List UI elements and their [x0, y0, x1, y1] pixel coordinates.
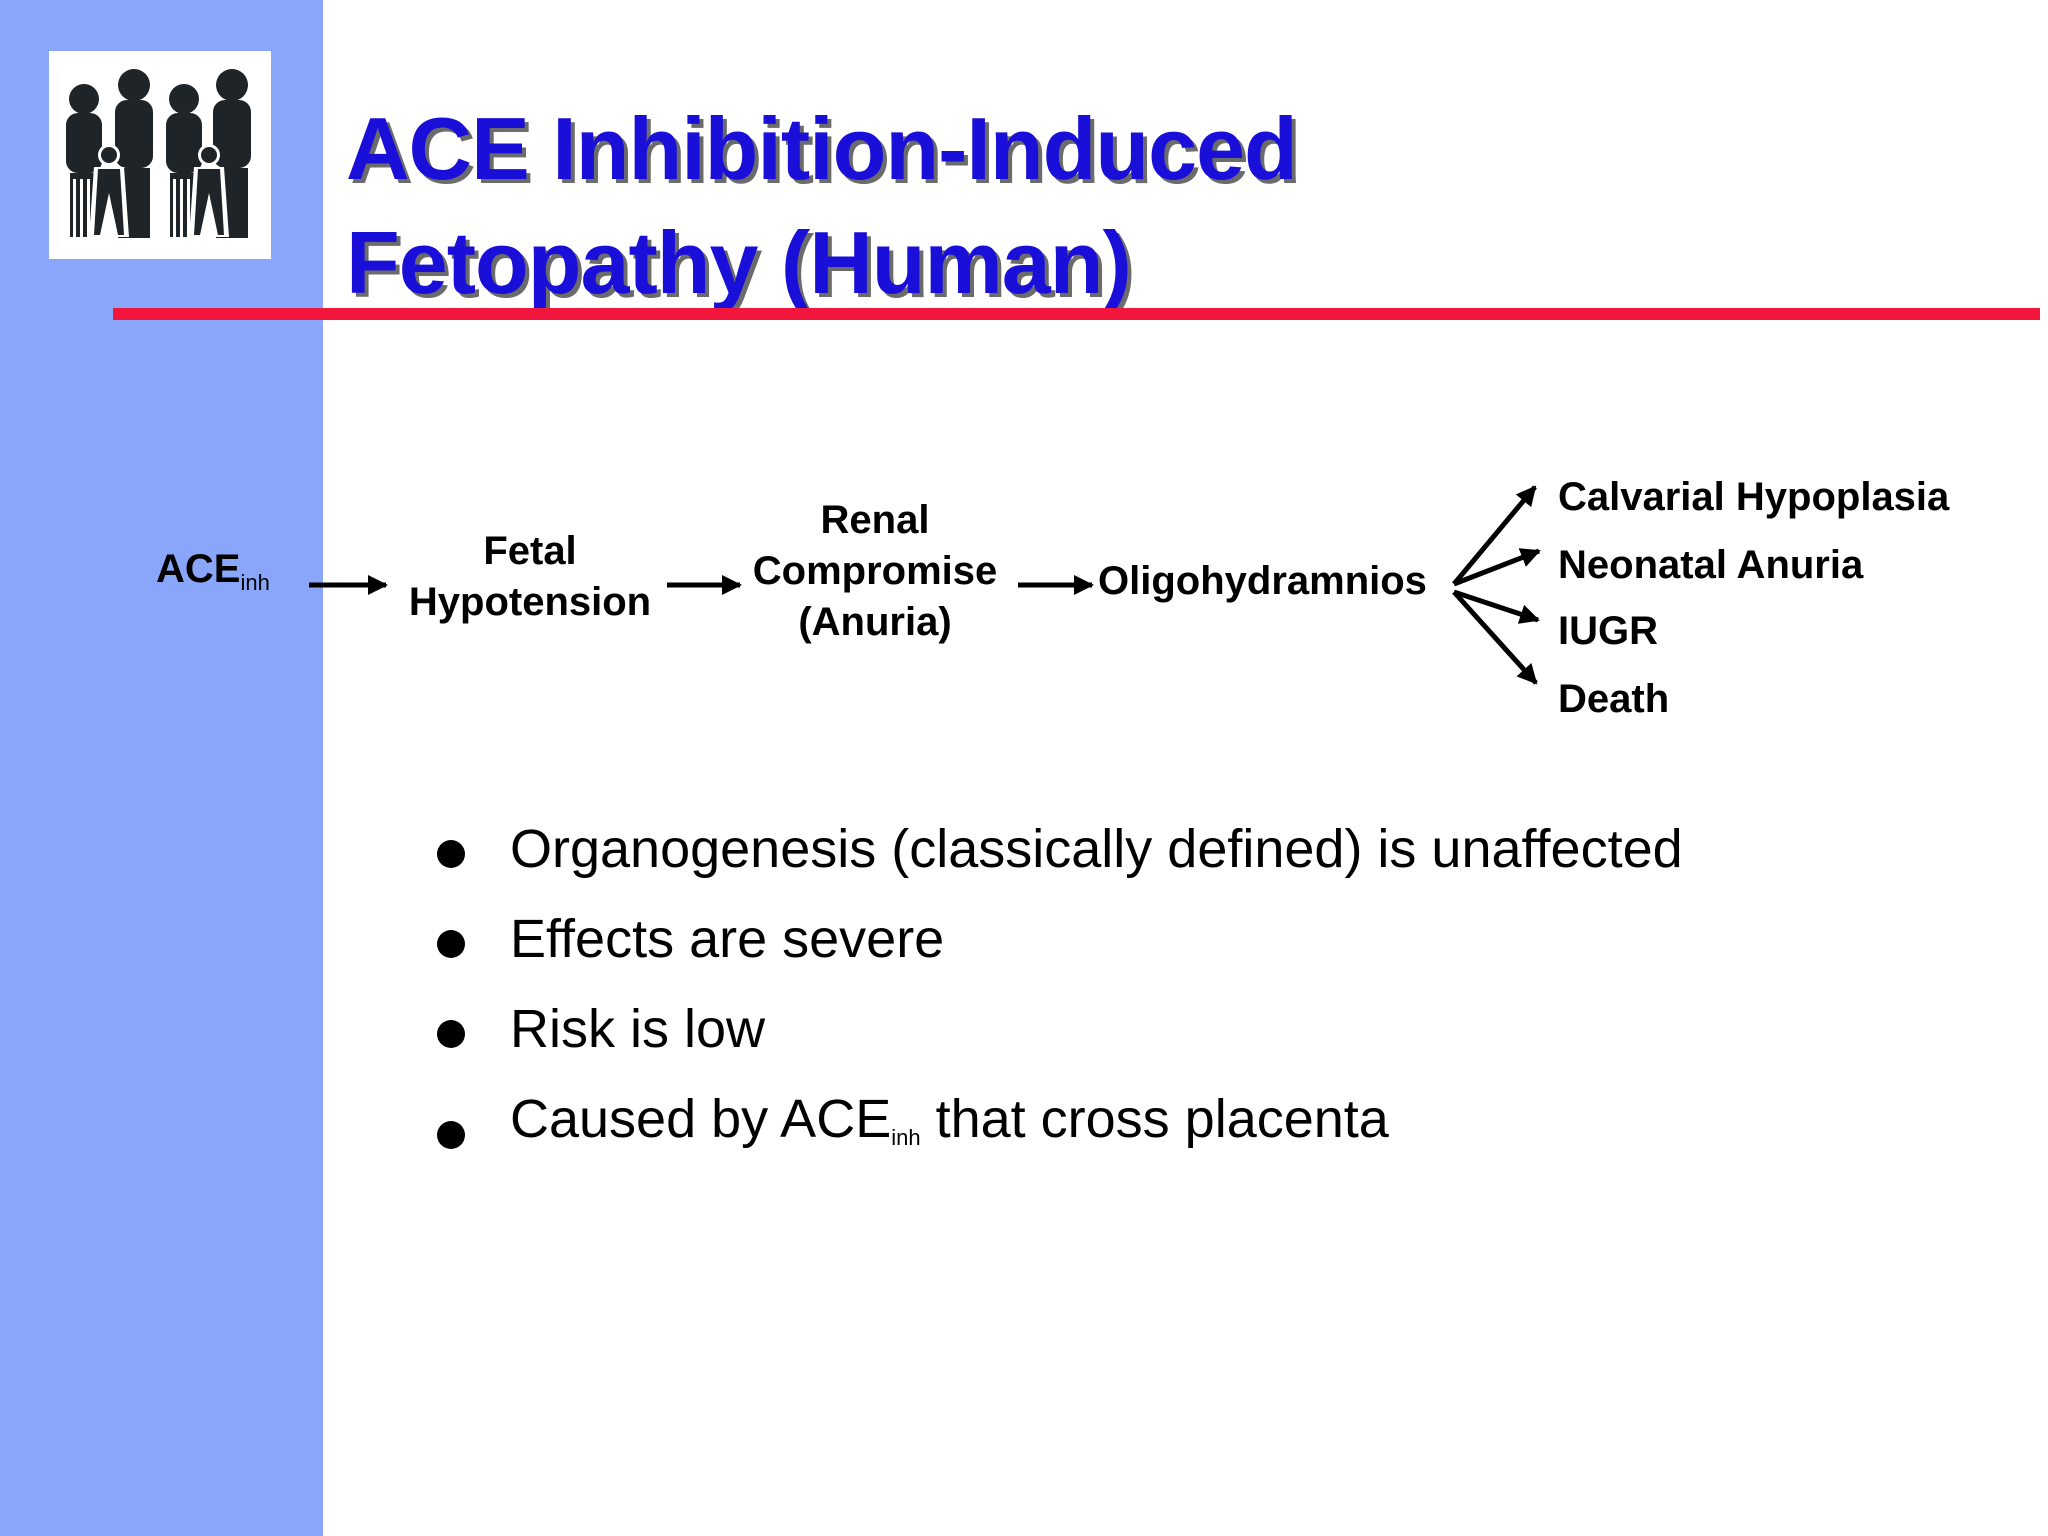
bullet-text: Effects are severe [510, 909, 945, 969]
node-fetal-hypotension: Fetal Hypotension [408, 529, 652, 624]
bullet-dot-icon [437, 840, 465, 868]
bullet-text-subscript: inh [891, 1125, 921, 1150]
bullet-dot-icon [437, 930, 465, 958]
title-line-1: ACE Inhibition-Induced [346, 99, 1298, 198]
arrow-to-calvarial [1452, 485, 1537, 586]
outcome-neonatal-anuria: Neonatal Anuria [1558, 543, 1864, 587]
node-ace-inhibitor: ACEinh [156, 547, 270, 595]
bullet-text-pre: Caused by ACE [510, 1089, 892, 1149]
outcome-death: Death [1558, 677, 1670, 721]
arrow-to-death [1452, 590, 1538, 685]
node-ace-subscript: inh [240, 570, 270, 595]
bullet-text: Risk is low [510, 999, 766, 1059]
family-silhouette-icon [66, 69, 251, 238]
outcome-calvarial-hypoplasia: Calvarial Hypoplasia [1558, 475, 1950, 519]
title-line-2: Fetopathy (Human) [346, 213, 1132, 312]
bullet-dot-icon [437, 1121, 465, 1149]
outcome-iugr: IUGR [1558, 609, 1658, 653]
bullet-text-post: that cross placenta [920, 1089, 1389, 1149]
bullet-dot-icon [437, 1020, 465, 1048]
arrow-to-neonatal-anuria [1453, 548, 1541, 587]
bullet-text: Caused by ACEinh that cross placenta [510, 1083, 1389, 1174]
logo [49, 51, 271, 259]
arrow-to-iugr [1453, 589, 1540, 624]
title-underline [113, 308, 2040, 320]
node-oligohydramnios: Oligohydramnios [1098, 559, 1427, 603]
slide-title: ACE Inhibition-Induced Fetopathy (Human) [346, 92, 1298, 320]
bullet-text: Organogenesis (classically defined) is u… [510, 819, 1683, 879]
node-renal-compromise: Renal Compromise (Anuria) [752, 498, 998, 644]
